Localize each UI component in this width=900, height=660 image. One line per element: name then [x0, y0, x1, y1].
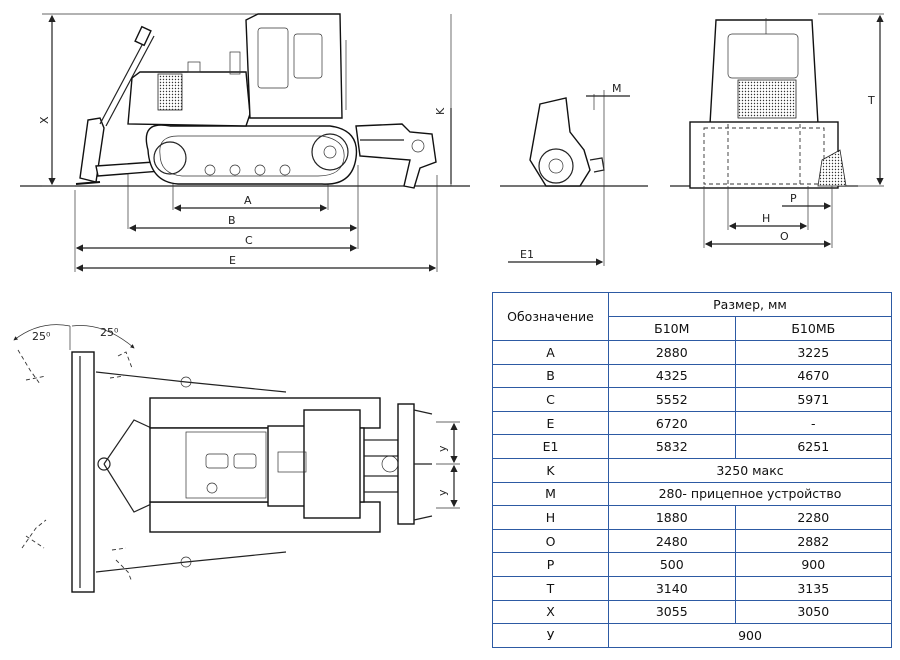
row-label: E — [492, 410, 609, 436]
row-value-b10m: 5832 — [608, 434, 736, 459]
row-value-b10mb: 3135 — [734, 575, 893, 601]
row-value-b10m: 2480 — [608, 528, 736, 554]
dim-t-label: T — [867, 94, 875, 107]
row-value-b10m: 3055 — [608, 599, 736, 625]
row-label: У — [492, 623, 609, 648]
row-label: B — [492, 363, 609, 389]
row-value-b10mb: 5971 — [734, 387, 893, 412]
row-value-b10mb: 2280 — [734, 505, 893, 530]
angle-right-label: 25⁰ — [100, 326, 119, 339]
row-value-b10mb: 3225 — [734, 340, 893, 365]
dim-y1-label: y — [436, 445, 449, 452]
dim-e1-label: E1 — [520, 248, 534, 261]
row-value-b10m: 500 — [608, 552, 736, 577]
top-view: 25⁰ 25⁰ — [13, 324, 460, 593]
row-value-b10m: 4325 — [608, 363, 736, 389]
dim-a-label: A — [244, 194, 252, 207]
side-view: X K A B C E — [20, 13, 470, 272]
dim-p-label: P — [790, 192, 797, 205]
row-label: H — [492, 505, 609, 530]
row-value-b10mb: 2882 — [734, 528, 893, 554]
row-value-span: 3250 макс — [608, 457, 892, 483]
dim-b-label: B — [228, 214, 236, 227]
row-value-b10mb: 3050 — [734, 599, 893, 625]
model-b10mb-header: Б10МБ — [734, 316, 893, 341]
row-value-b10m: 6720 — [608, 410, 736, 436]
row-label: A — [492, 340, 609, 365]
row-value-b10m: 5552 — [608, 387, 736, 412]
row-value-b10m: 1880 — [608, 505, 736, 530]
row-value-span: 280- прицепное устройство — [608, 481, 892, 507]
row-label: O — [492, 528, 609, 554]
row-label: X — [492, 599, 609, 625]
dim-k-label: K — [434, 107, 447, 115]
dim-x-label: X — [38, 116, 51, 124]
dim-c-label: C — [245, 234, 253, 247]
row-value-b10mb: 900 — [734, 552, 893, 577]
row-value-b10mb: 4670 — [734, 363, 893, 389]
table-header-row: Обозначение Размер, мм — [492, 292, 892, 341]
dim-m-label: M — [612, 82, 622, 95]
row-value-b10mb: 6251 — [734, 434, 893, 459]
row-label: M — [492, 481, 609, 507]
row-value-span: 900 — [608, 623, 892, 648]
blade-profile-view: M E1 — [500, 82, 648, 266]
model-b10m-header: Б10М — [608, 316, 736, 341]
dim-h-label: H — [762, 212, 770, 225]
row-value-b10m: 2880 — [608, 340, 736, 365]
dim-y2-label: y — [436, 489, 449, 496]
angle-left-label: 25⁰ — [32, 330, 51, 343]
dim-e-label: E — [229, 254, 236, 267]
size-header: Размер, мм — [608, 292, 892, 317]
row-label: P — [492, 552, 609, 577]
front-view: T P H O — [670, 13, 884, 248]
row-label: K — [492, 457, 609, 483]
row-value-b10mb: - — [734, 410, 893, 436]
row-label: C — [492, 387, 609, 412]
row-value-b10m: 3140 — [608, 575, 736, 601]
row-label: E1 — [492, 434, 609, 459]
table-subheader-row: Б10М Б10МБ — [493, 316, 893, 341]
dim-o-label: O — [780, 230, 789, 243]
row-label: T — [492, 575, 609, 601]
designation-header: Обозначение — [492, 292, 609, 341]
